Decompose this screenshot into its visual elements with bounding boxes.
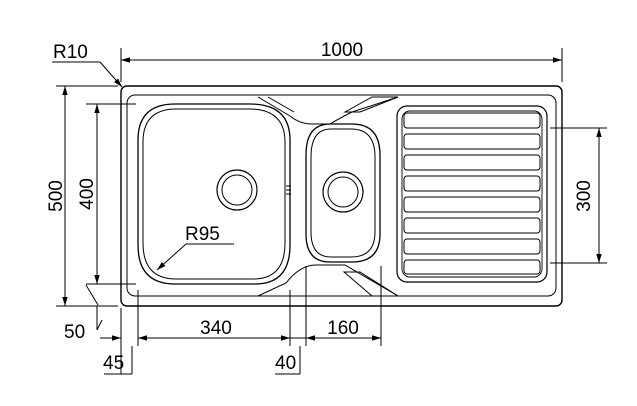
label-overall-width: 1000 [321,40,363,61]
overflow-slots [286,185,291,195]
label-bowl-radius: R95 [185,224,220,245]
dim-overall-depth [56,85,118,307]
bowl-connector-top [257,96,399,125]
small-bowl [305,123,381,263]
label-drainer-depth: 300 [574,180,595,212]
dim-overall-width [120,48,563,82]
label-edge-offset-y: 50 [64,322,85,343]
small-drain [322,171,364,213]
label-bowl-depth: 400 [77,178,98,210]
dim-bowl-depth [86,103,136,285]
label-edge-offset-x: 45 [103,353,124,374]
label-small-bowl-width: 160 [327,318,359,339]
drainer-ribs [403,112,541,275]
dim-corner-radius [52,61,123,88]
bowl-connector-bottom [257,264,400,297]
dim-edge-offset-y [85,284,103,331]
label-main-bowl-width: 340 [200,318,232,339]
drainer-board [396,105,548,283]
label-overall-depth: 500 [46,180,67,212]
dim-drainer-depth [550,127,607,264]
dim-bowl-radius [156,243,234,271]
dim-bowl-gap [275,337,306,375]
sink-outline [120,85,563,307]
main-drain [216,169,258,211]
label-bowl-gap: 40 [275,353,296,374]
label-corner-radius: R10 [53,42,88,63]
dim-edge-offset-x [100,335,158,375]
main-bowl [137,103,291,285]
